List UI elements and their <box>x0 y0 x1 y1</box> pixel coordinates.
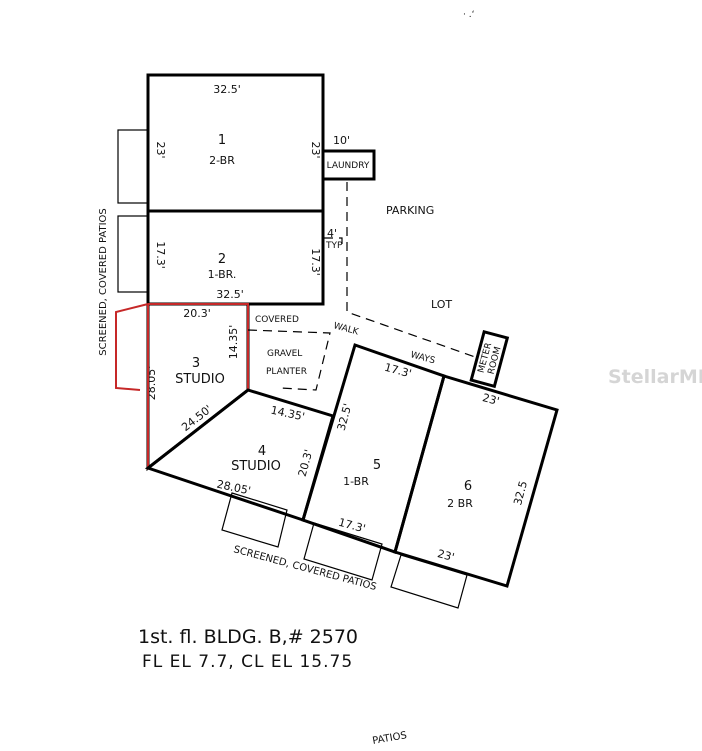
laundry-dim: 10' <box>333 134 350 147</box>
bottom-patios: SCREENED, COVERED PATIOS <box>221 492 468 609</box>
unit-1: 32.5' 1 2-BR 23' 23' <box>146 73 325 213</box>
caption-line-2: FL EL 7.7, CL EL 15.75 <box>142 652 354 672</box>
unit-4-type: STUDIO <box>231 459 281 474</box>
unit-2-number: 2 <box>218 252 226 267</box>
unit-2-left-dim: 17.3' <box>154 241 167 269</box>
patios-left-label: SCREENED, COVERED PATIOS <box>98 208 109 356</box>
unit-4-right-dim: 20.3' <box>296 448 316 478</box>
covered-label: COVERED <box>255 315 299 325</box>
caption-line-1: 1st. fl. BLDG. B,# 2570 <box>138 626 359 648</box>
unit-1-type: 2-BR <box>209 154 235 167</box>
typ-label: TYP <box>325 241 343 251</box>
left-patios: SCREENED, COVERED PATIOS <box>98 129 149 356</box>
unit-6-bottom-dim: 23' <box>436 547 456 564</box>
unit-6: 23' 6 2 BR 32.5 23' <box>393 374 559 588</box>
patios-bottom-label: SCREENED, COVERED PATIOS <box>232 544 377 593</box>
planter-label: PLANTER <box>266 367 307 377</box>
unit-6-top-dim: 23' <box>481 391 501 408</box>
unit-5-number: 5 <box>373 458 381 473</box>
unit-3-left-dim: 28.05' <box>145 366 158 401</box>
unit-6-type: 2 BR <box>447 497 473 510</box>
unit-1-top-dim: 32.5' <box>213 83 241 96</box>
unit-6-right-dim: 32.5 <box>511 480 530 507</box>
gravel-label: GRAVEL <box>267 349 302 359</box>
unit-3-type: STUDIO <box>175 372 225 387</box>
stray-mark: · .‘ <box>463 10 475 20</box>
unit-1-number: 1 <box>218 133 226 148</box>
walk-label: WALK <box>332 321 360 338</box>
unit-3: 20.3' 3 STUDIO 28.05' 14.35' 24.50' <box>145 302 250 472</box>
laundry-label: LAUNDRY <box>327 161 370 171</box>
unit-1-right-dim: 23' <box>309 141 322 158</box>
parking-label: PARKING <box>386 204 434 217</box>
unit-3-right-dim: 14.35' <box>227 325 240 360</box>
unit-4: 14.35' 4 STUDIO 28.05' 20.3' <box>144 388 335 522</box>
unit-1-left-dim: 23' <box>154 141 167 158</box>
gravel-planter: COVERED GRAVEL PLANTER <box>247 315 331 391</box>
watermark: StellarMLS <box>608 366 702 388</box>
unit-2-type: 1-BR. <box>208 268 237 281</box>
unit-2-right-dim: 17.3' <box>309 248 322 276</box>
typ-dim: 4' <box>327 227 337 240</box>
meter-room: METER ROOM <box>469 329 510 389</box>
unit-4-number: 4 <box>258 444 266 459</box>
unit-6-number: 6 <box>464 479 472 494</box>
lot-label: LOT <box>431 298 452 311</box>
laundry-room: LAUNDRY 10' <box>321 134 376 181</box>
unit-3-number: 3 <box>192 356 200 371</box>
unit-5-type: 1-BR <box>343 475 369 488</box>
patios-bottom-faint: PATIOS <box>372 730 408 747</box>
unit-4-bottom-dim: 28.05' <box>215 478 251 498</box>
unit-2-bottom-dim: 32.5' <box>216 288 244 301</box>
unit-3-top-dim: 20.3' <box>183 307 211 320</box>
unit-2: 2 1-BR. 17.3' 17.3' 32.5' <box>146 209 325 306</box>
